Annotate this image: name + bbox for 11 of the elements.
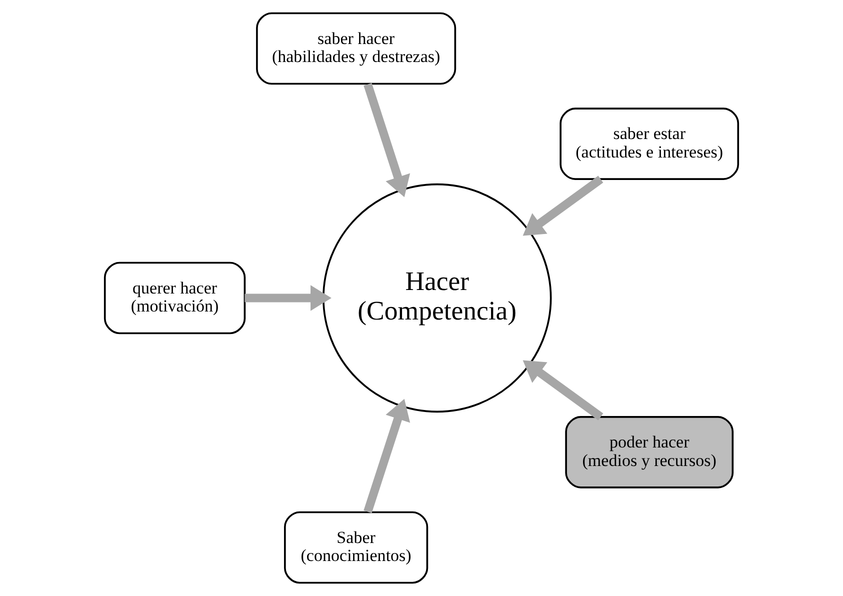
node-box: poder hacer (medios y recursos)	[565, 416, 734, 488]
arrow	[244, 285, 332, 311]
arrow	[522, 176, 604, 236]
node-box: saber estar (actitudes e intereses)	[560, 108, 740, 180]
node-box: Saber (conocimientos)	[284, 511, 428, 584]
arrow	[522, 360, 604, 420]
arrow	[364, 398, 410, 514]
node-box: saber hacer (habilidades y destrezas)	[256, 12, 456, 85]
node-box: querer hacer (motivación)	[104, 262, 246, 334]
node-circle: Hacer (Competencia)	[322, 183, 552, 413]
arrow	[364, 82, 410, 198]
